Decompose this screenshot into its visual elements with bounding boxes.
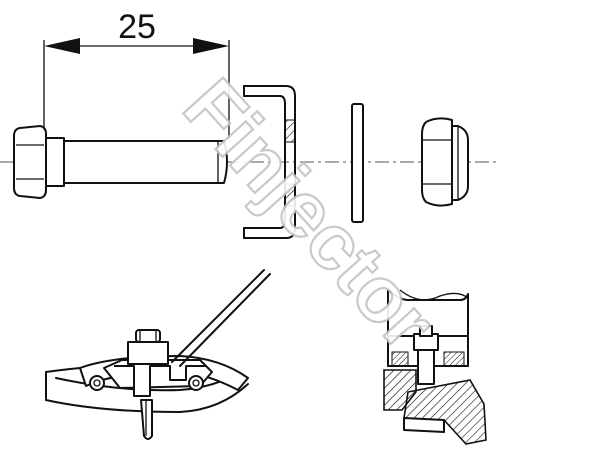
flat-washer (351, 103, 364, 223)
lock-nut (421, 117, 469, 207)
u-clip-bracket (243, 85, 296, 239)
length-dimension: 25 (43, 8, 230, 140)
clip-thread-upper (284, 119, 296, 143)
screwdriver-shaft (171, 269, 265, 363)
bolt-hole-right (188, 375, 204, 391)
dimension-value: 25 (118, 8, 156, 46)
bolt-hole-left (89, 375, 105, 391)
clip-thread-lower (284, 183, 296, 207)
section-view (383, 289, 487, 445)
dimension-arrow-right (193, 38, 229, 54)
installed-view-pipe (45, 269, 271, 440)
watermark-text: Finjector (167, 62, 453, 366)
dimension-arrow-left (44, 38, 80, 54)
watermark: Finjector (166, 61, 454, 367)
hex-bolt (13, 125, 228, 199)
